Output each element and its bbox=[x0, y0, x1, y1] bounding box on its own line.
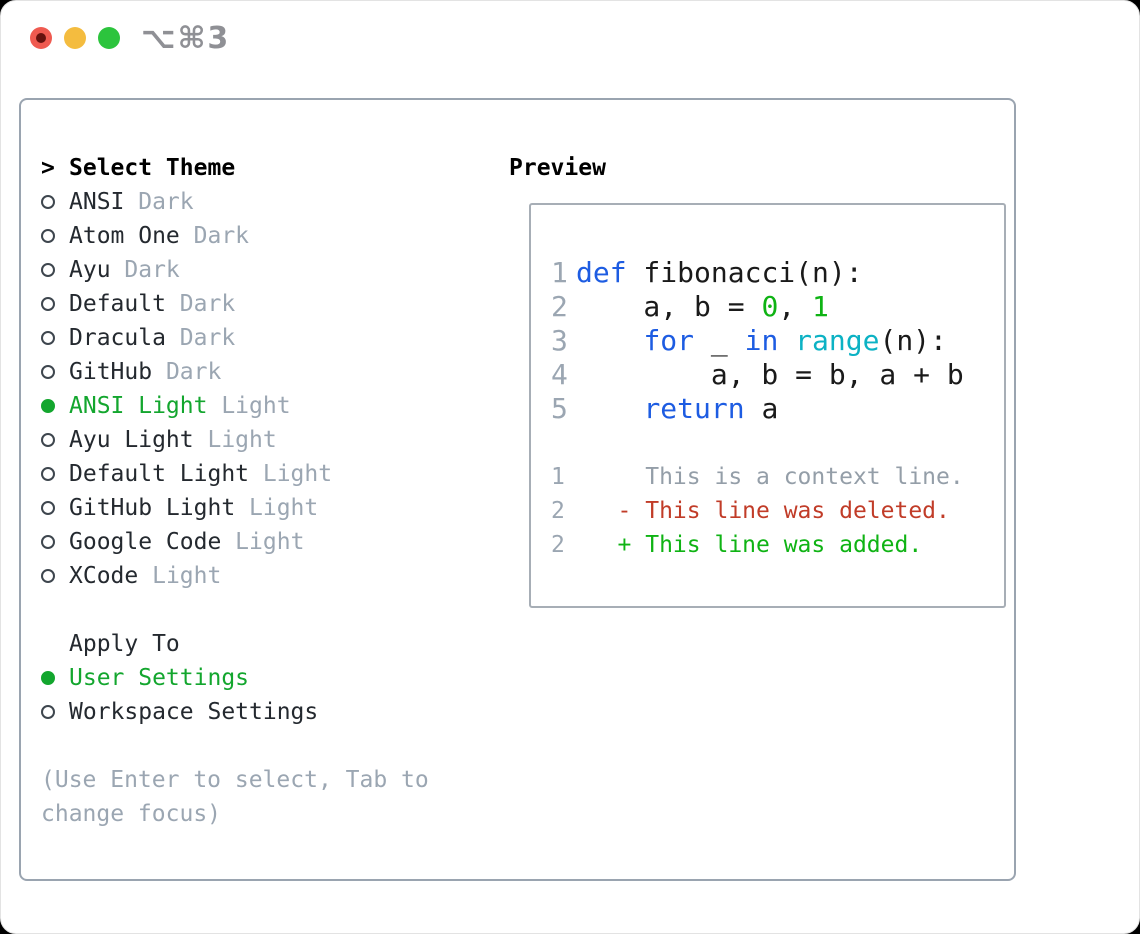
radio-icon bbox=[41, 671, 55, 685]
theme-option[interactable]: Ayu Light Light bbox=[41, 423, 481, 457]
select-theme-header: > Select Theme bbox=[41, 151, 481, 185]
radio-icon bbox=[41, 705, 55, 719]
close-button[interactable] bbox=[30, 27, 52, 49]
hint-text: (Use Enter to select, Tab to change focu… bbox=[41, 767, 429, 827]
radio-icon bbox=[41, 195, 55, 209]
diff-line-deleted: 2 - This line was deleted. bbox=[551, 498, 950, 524]
theme-option[interactable]: GitHub Light Light bbox=[41, 491, 481, 525]
code-line: 3 for _ in range(n): bbox=[551, 324, 947, 357]
theme-selector-column: > Select Theme ANSI Dark Atom One Dark A… bbox=[41, 151, 481, 831]
minimize-button[interactable] bbox=[64, 27, 86, 49]
radio-icon bbox=[41, 331, 55, 345]
theme-option[interactable]: Default Dark bbox=[41, 287, 481, 321]
code-line: 5 return a bbox=[551, 392, 779, 425]
radio-icon bbox=[41, 501, 55, 515]
theme-option[interactable]: Default Light Light bbox=[41, 457, 481, 491]
radio-icon bbox=[41, 433, 55, 447]
preview-title: Preview bbox=[509, 155, 606, 181]
radio-icon bbox=[41, 365, 55, 379]
diff-lines: 1 This is a context line. 2 - This line w… bbox=[551, 460, 1004, 562]
title-bar: ⌥⌘3 bbox=[1, 1, 1139, 76]
prompt-icon: > bbox=[41, 155, 55, 181]
radio-icon bbox=[41, 569, 55, 583]
apply-to-header: Apply To bbox=[41, 627, 481, 661]
select-theme-title: Select Theme bbox=[69, 155, 236, 181]
spacer bbox=[41, 593, 481, 627]
theme-option[interactable]: Google Code Light bbox=[41, 525, 481, 559]
spacer bbox=[41, 729, 481, 763]
apply-to-list: User Settings Workspace Settings bbox=[41, 661, 481, 729]
radio-icon bbox=[41, 229, 55, 243]
apply-to-option[interactable]: Workspace Settings bbox=[41, 695, 481, 729]
radio-icon bbox=[41, 467, 55, 481]
theme-list: ANSI Dark Atom One Dark Ayu Dark Default… bbox=[41, 185, 481, 593]
diff-line-added: 2 + This line was added. bbox=[551, 532, 923, 558]
theme-option[interactable]: ANSI Light Light bbox=[41, 389, 481, 423]
main-panel: > Select Theme ANSI Dark Atom One Dark A… bbox=[19, 98, 1016, 881]
code-line: 2 a, b = 0, 1 bbox=[551, 290, 829, 323]
theme-option[interactable]: ANSI Dark bbox=[41, 185, 481, 219]
code-line: 4 a, b = b, a + b bbox=[551, 358, 964, 391]
blank-line bbox=[551, 426, 1004, 460]
theme-option[interactable]: Atom One Dark bbox=[41, 219, 481, 253]
radio-icon bbox=[41, 399, 55, 413]
theme-option[interactable]: XCode Light bbox=[41, 559, 481, 593]
apply-to-option[interactable]: User Settings bbox=[41, 661, 481, 695]
apply-to-title: Apply To bbox=[69, 631, 180, 657]
radio-icon bbox=[41, 535, 55, 549]
radio-icon bbox=[41, 263, 55, 277]
window-title: ⌥⌘3 bbox=[141, 21, 231, 56]
radio-icon bbox=[41, 297, 55, 311]
theme-option[interactable]: GitHub Dark bbox=[41, 355, 481, 389]
zoom-button[interactable] bbox=[98, 27, 120, 49]
theme-option[interactable]: Ayu Dark bbox=[41, 253, 481, 287]
diff-line-context: 1 This is a context line. bbox=[551, 464, 964, 490]
theme-option[interactable]: Dracula Dark bbox=[41, 321, 481, 355]
close-dot-icon bbox=[36, 33, 46, 43]
